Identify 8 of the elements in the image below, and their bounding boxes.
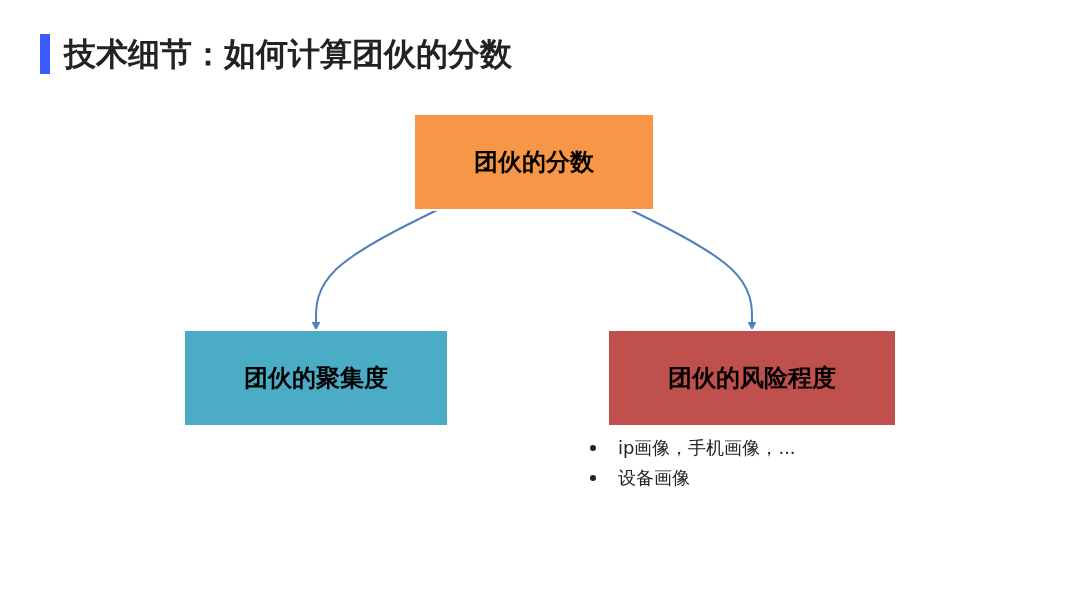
node-box: 团伙的聚集度 — [183, 329, 449, 427]
node-box: 团伙的分数 — [413, 113, 655, 211]
arrow — [629, 209, 757, 331]
bullet-text: 设备画像 — [618, 466, 690, 490]
node-box: 团伙的风险程度 — [607, 329, 897, 427]
slide-title: 技术细节：如何计算团伙的分数 — [40, 34, 512, 74]
arrow — [311, 209, 439, 331]
bullet-text: ip画像，手机画像，... — [618, 436, 796, 460]
